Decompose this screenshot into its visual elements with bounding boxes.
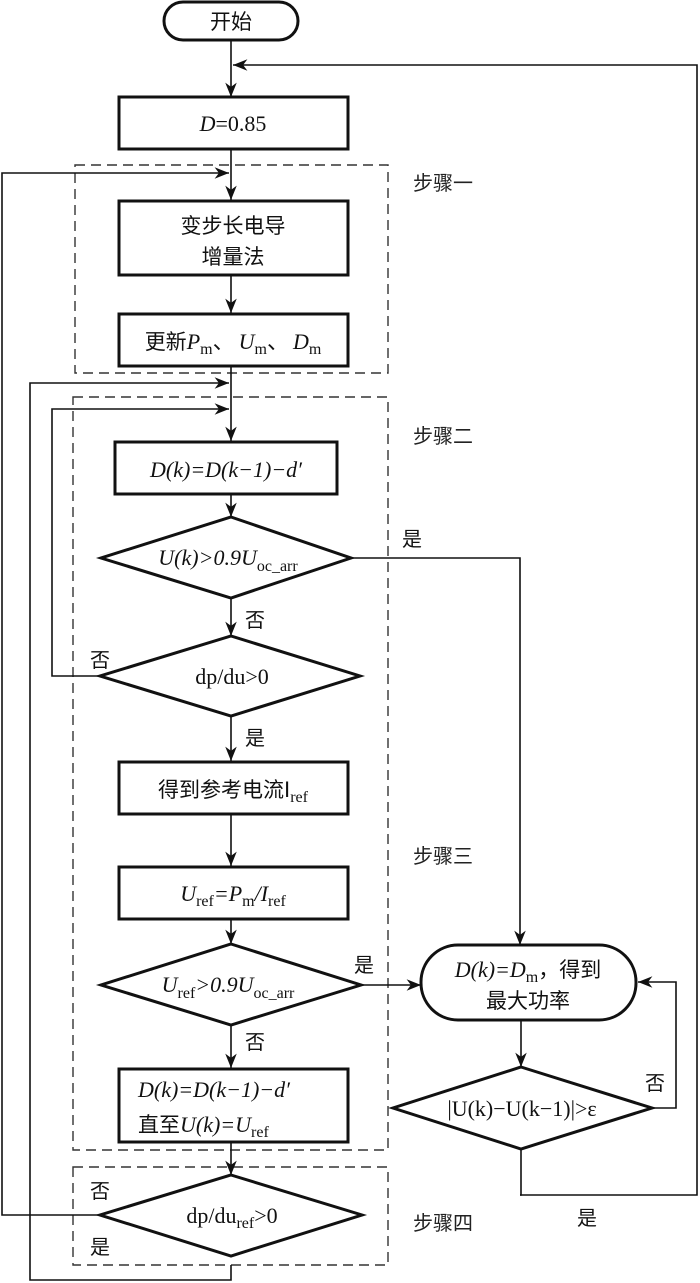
get-iref-label: 得到参考电流Iref [158, 778, 309, 806]
cond3-label: Uref>0.9Uoc_arr [162, 972, 295, 1002]
step2-label: 步骤二 [413, 424, 473, 448]
cond5-yes-label: 是 [577, 1206, 597, 1230]
dk-update-label: D(k)=D(k−1)−d′ [149, 457, 303, 482]
arrow-cond1-yes [351, 557, 526, 945]
arrow-cond5-yes [520, 1149, 522, 1196]
uref-calc-label: Uref=Pm/Iref [180, 881, 286, 910]
start-label: 开始 [210, 10, 252, 34]
cond2-yes-label: 是 [245, 726, 265, 750]
step4-label: 步骤四 [413, 1211, 473, 1235]
dk-until-line1: D(k)=D(k−1)−d′ [137, 1077, 291, 1102]
init-node [117, 95, 350, 151]
cond3-yes-label: 是 [354, 953, 374, 977]
cond3-no-label: 否 [245, 1030, 265, 1054]
step1-label: 步骤一 [413, 171, 473, 195]
arrow-loop-to-top [233, 59, 698, 1196]
max-power-line2: 最大功率 [486, 989, 570, 1013]
step4-group [72, 1166, 389, 1266]
inc-cond-line1: 变步长电导 [181, 214, 286, 238]
cond5-no-label: 否 [645, 1071, 665, 1095]
dk-update-node [113, 440, 339, 496]
cond4-label: dp/duref>0 [186, 1203, 277, 1232]
arrow-cond2-no-loop [51, 403, 229, 677]
inc-cond-node [117, 199, 350, 277]
get-iref-node [117, 760, 350, 816]
cond5-label: |U(k)−U(k−1)|>ε [447, 1096, 596, 1121]
cond1-no-label: 否 [245, 608, 265, 632]
cond4-node [94, 1173, 368, 1258]
update-label: 更新Pm、Um、Dm [145, 329, 322, 358]
arrow-cond4-no-loop [1, 167, 229, 1216]
max-power-node [419, 943, 638, 1022]
init-label: D=0.85 [199, 111, 267, 136]
step3-label: 步骤三 [413, 844, 473, 868]
arrow-cond4-yes-loop [29, 377, 232, 1281]
cond4-no-label: 否 [90, 1179, 110, 1203]
cond1-label: U(k)>0.9Uoc_arr [158, 545, 298, 575]
arrow-cond5-no [638, 976, 677, 1109]
cond2-no-label: 否 [90, 648, 110, 672]
inc-cond-line2: 增量法 [202, 245, 265, 269]
dk-until-line2: 直至U(k)=Uref [138, 1112, 269, 1141]
uref-calc-node [117, 865, 350, 921]
update-node [117, 312, 350, 368]
cond2-label: dp/du>0 [195, 664, 269, 689]
cond1-yes-label: 是 [402, 527, 422, 551]
cond4-yes-label: 是 [90, 1235, 110, 1259]
dk-until-node [117, 1067, 350, 1144]
max-power-line1: D(k)=Dm，得到 [454, 957, 602, 986]
